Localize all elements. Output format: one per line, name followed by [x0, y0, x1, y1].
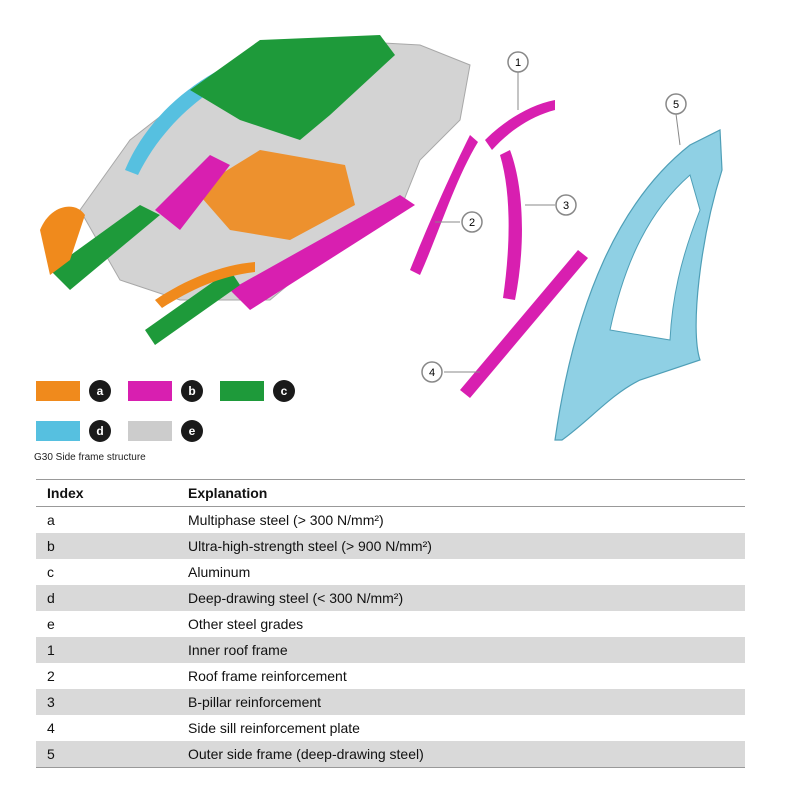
- part-2-roof-frame-reinforcement: [410, 135, 478, 275]
- cell-index: c: [47, 564, 54, 580]
- cell-index: 1: [36, 637, 177, 663]
- cell-index: 4: [47, 720, 55, 736]
- callout-3: 3: [555, 194, 577, 216]
- cell-explanation: Ultra-high-strength steel (> 900 N/mm²): [177, 533, 745, 559]
- cell-index: e: [47, 616, 55, 632]
- callout-2: 2: [461, 211, 483, 233]
- cell-explanation: Roof frame reinforcement: [188, 668, 347, 684]
- cell-explanation: Deep-drawing steel (< 300 N/mm²): [177, 585, 745, 611]
- svg-text:4: 4: [429, 367, 435, 379]
- table-row: a Multiphase steel (> 300 N/mm²): [36, 507, 745, 534]
- svg-text:3: 3: [563, 200, 569, 212]
- legend-badge-b: b: [181, 380, 203, 402]
- cell-explanation: Outer side frame (deep-drawing steel): [177, 741, 745, 768]
- cell-explanation: Inner roof frame: [177, 637, 745, 663]
- part-4-side-sill-plate: [460, 250, 588, 398]
- cell-index: 2: [47, 668, 55, 684]
- cell-index: 5: [36, 741, 177, 768]
- table-row: 4 Side sill reinforcement plate: [36, 715, 745, 741]
- floor-orange: [195, 150, 355, 240]
- legend-badge-c: c: [273, 380, 295, 402]
- svg-text:5: 5: [673, 99, 679, 111]
- cell-explanation: B-pillar reinforcement: [177, 689, 745, 715]
- cell-index: d: [36, 585, 177, 611]
- legend-swatch-d: [36, 421, 80, 441]
- cell-index: b: [36, 533, 177, 559]
- cell-explanation: Aluminum: [188, 564, 251, 580]
- callout-1: 1: [507, 51, 529, 73]
- legend-badge-a: a: [89, 380, 111, 402]
- legend-swatch-b: [128, 381, 172, 401]
- header-index: Index: [36, 479, 177, 507]
- legend-badge-d: d: [89, 420, 111, 442]
- svg-text:1: 1: [515, 57, 521, 69]
- cell-explanation: Side sill reinforcement plate: [188, 720, 360, 736]
- svg-text:2: 2: [469, 217, 475, 229]
- tunnel-magenta: [155, 155, 230, 230]
- sill-magenta: [230, 195, 415, 310]
- legend-swatch-a: [36, 381, 80, 401]
- legend-table: Index Explanation a Multiphase steel (> 3…: [36, 479, 745, 768]
- part-1-inner-roof-frame: [485, 100, 555, 150]
- cell-explanation: Multiphase steel (> 300 N/mm²): [188, 512, 384, 528]
- table-row: 2 Roof frame reinforcement: [36, 663, 745, 689]
- cell-index: 3: [36, 689, 177, 715]
- table-row: c Aluminum: [36, 559, 745, 585]
- roof-green: [190, 35, 395, 140]
- car-body-illustration: 1 2 3 4 5: [40, 35, 723, 441]
- front-orange-1: [40, 206, 85, 275]
- callout-4: 4: [421, 361, 443, 383]
- table-row: e Other steel grades: [36, 611, 745, 637]
- cell-index: a: [47, 512, 55, 528]
- front-green-2: [145, 270, 240, 345]
- legend-swatch-e: [128, 421, 172, 441]
- body-structure-figure: 1 2 3 4 5 a b c d e: [36, 35, 723, 442]
- cell-explanation: Other steel grades: [188, 616, 304, 632]
- legend-swatch-c: [220, 381, 264, 401]
- figure-caption: G30 Side frame structure: [34, 452, 146, 463]
- part-5-door-openings: [609, 174, 701, 341]
- part-3-b-pillar-reinforcement: [500, 150, 522, 300]
- table-header-row: Index Explanation: [36, 479, 745, 507]
- callout-5: 5: [665, 93, 687, 115]
- front-orange-2: [155, 262, 255, 308]
- header-explanation: Explanation: [177, 479, 745, 507]
- a-pillar-blue: [125, 40, 310, 175]
- legend-badge-e: e: [181, 420, 203, 442]
- front-green-1: [50, 205, 160, 290]
